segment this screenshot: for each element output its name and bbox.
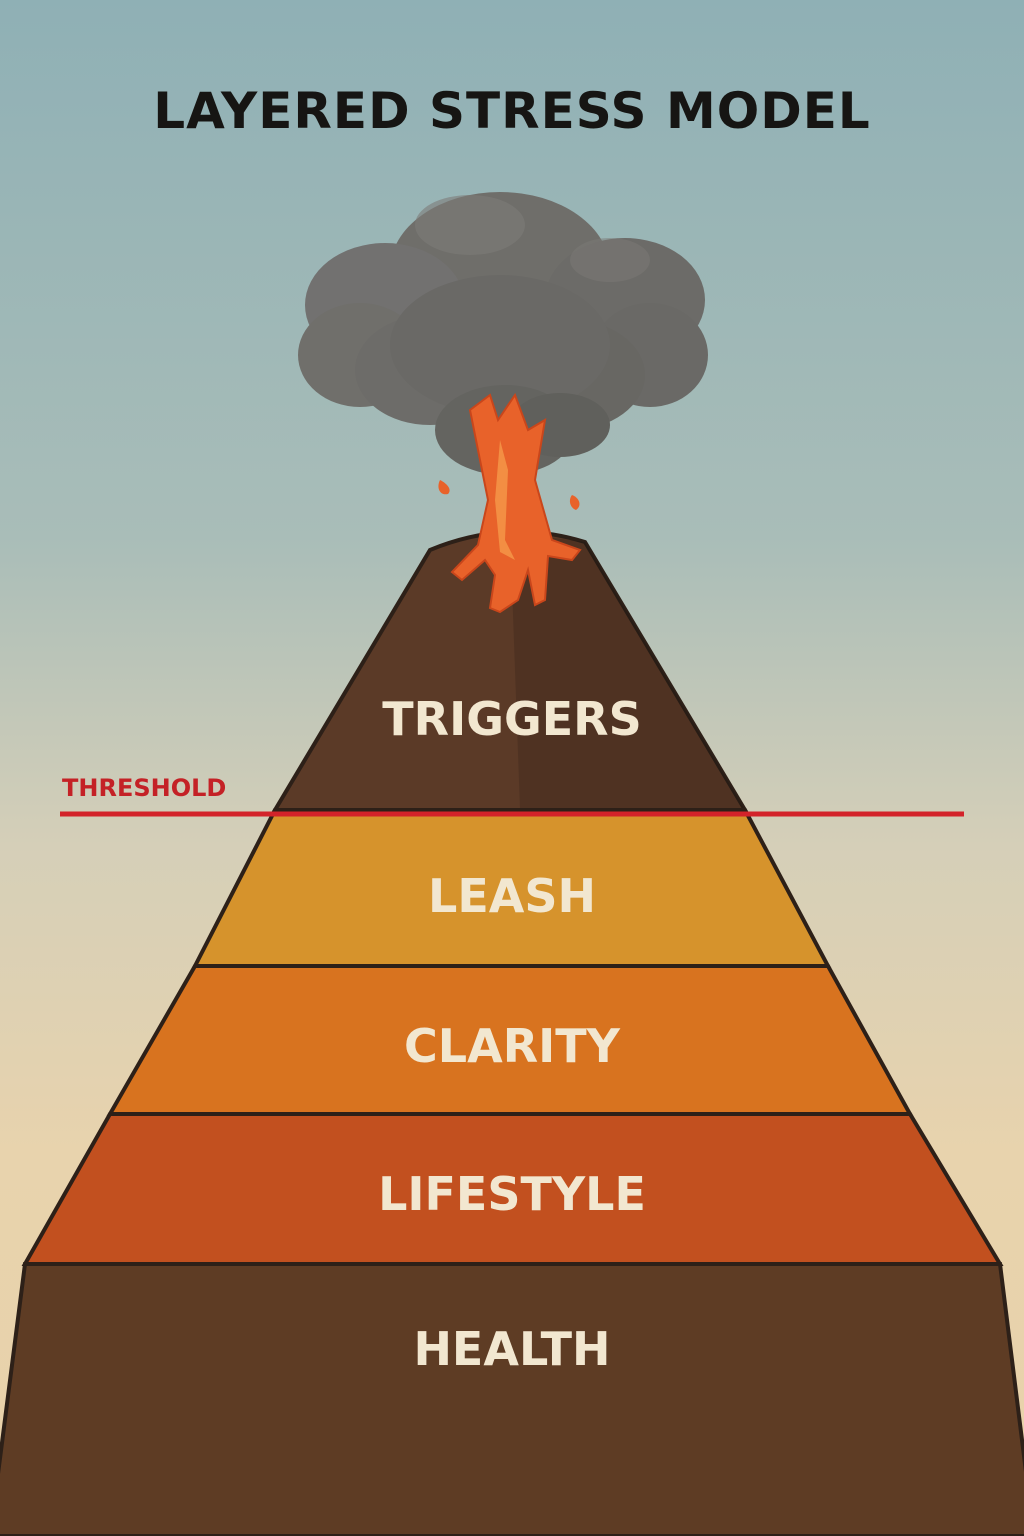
threshold-label: THRESHOLD xyxy=(62,774,226,802)
diagram-title: LAYERED STRESS MODEL xyxy=(153,82,871,140)
threshold-marker: THRESHOLD xyxy=(60,774,964,817)
layer-label-health: HEALTH xyxy=(413,1322,610,1376)
layer-label-lifestyle: LIFESTYLE xyxy=(378,1167,646,1221)
ash-cloud-icon xyxy=(298,192,708,475)
layer-health xyxy=(0,1262,1024,1536)
lava-eruption-icon xyxy=(438,392,582,614)
layer-label-triggers: TRIGGERS xyxy=(382,692,641,746)
cone-shading xyxy=(510,532,745,810)
layer-label-clarity: CLARITY xyxy=(404,1019,621,1073)
pyramid-layers: TRIGGERS LEASH CLARITY LIFESTYLE HEALTH xyxy=(0,529,1024,1536)
layer-label-leash: LEASH xyxy=(428,869,596,923)
